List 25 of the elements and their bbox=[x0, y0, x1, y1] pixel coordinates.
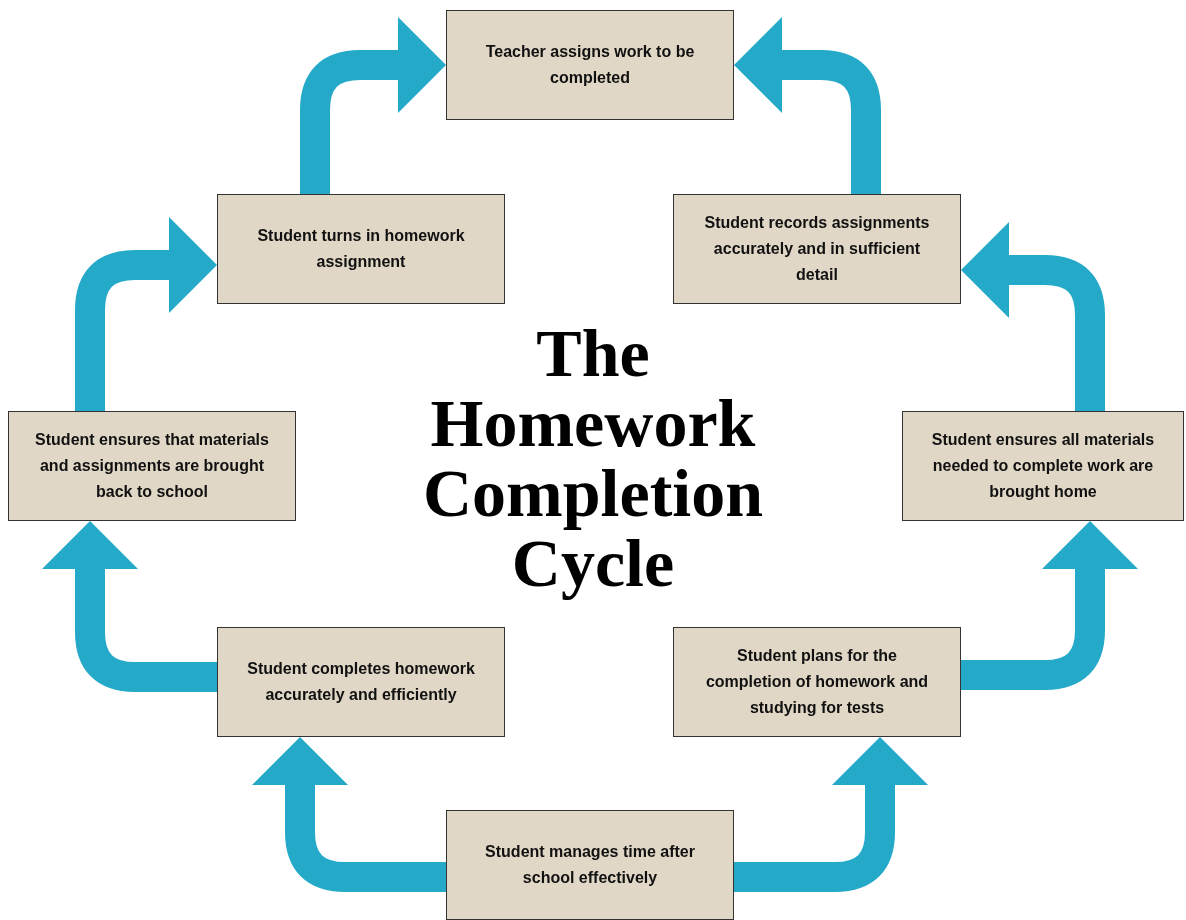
step-text: Student plans for the completion of homework and studying for tests bbox=[704, 646, 930, 718]
process-box bbox=[446, 810, 734, 920]
arrow bbox=[734, 737, 928, 892]
arrow bbox=[252, 737, 446, 892]
arrow bbox=[300, 17, 446, 194]
step-text: Student ensures all materials needed to complete work are brought home bbox=[930, 430, 1156, 502]
process-box bbox=[673, 194, 961, 304]
process-box bbox=[673, 627, 961, 737]
title: The Homework Completion Cycle bbox=[422, 318, 764, 598]
arrow bbox=[961, 521, 1138, 690]
arrow bbox=[75, 217, 217, 411]
process-box bbox=[217, 194, 505, 304]
step-text: Student manages time after school effectively bbox=[484, 842, 696, 888]
step-text: Student ensures that materials and assignments are brought back to school bbox=[34, 430, 270, 502]
process-box bbox=[902, 411, 1184, 521]
arrow bbox=[42, 521, 217, 692]
step-text: Student records assignments accurately and in sufficient detail bbox=[703, 213, 931, 285]
step-text: Student completes homework accurately and efficiently bbox=[246, 659, 476, 705]
process-box bbox=[446, 10, 734, 120]
step-text: Student turns in homework assignment bbox=[256, 226, 466, 272]
arrow bbox=[961, 222, 1105, 411]
process-box bbox=[217, 627, 505, 737]
step-text: Teacher assigns work to be completed bbox=[484, 42, 696, 88]
process-box bbox=[8, 411, 296, 521]
arrow bbox=[734, 17, 881, 194]
